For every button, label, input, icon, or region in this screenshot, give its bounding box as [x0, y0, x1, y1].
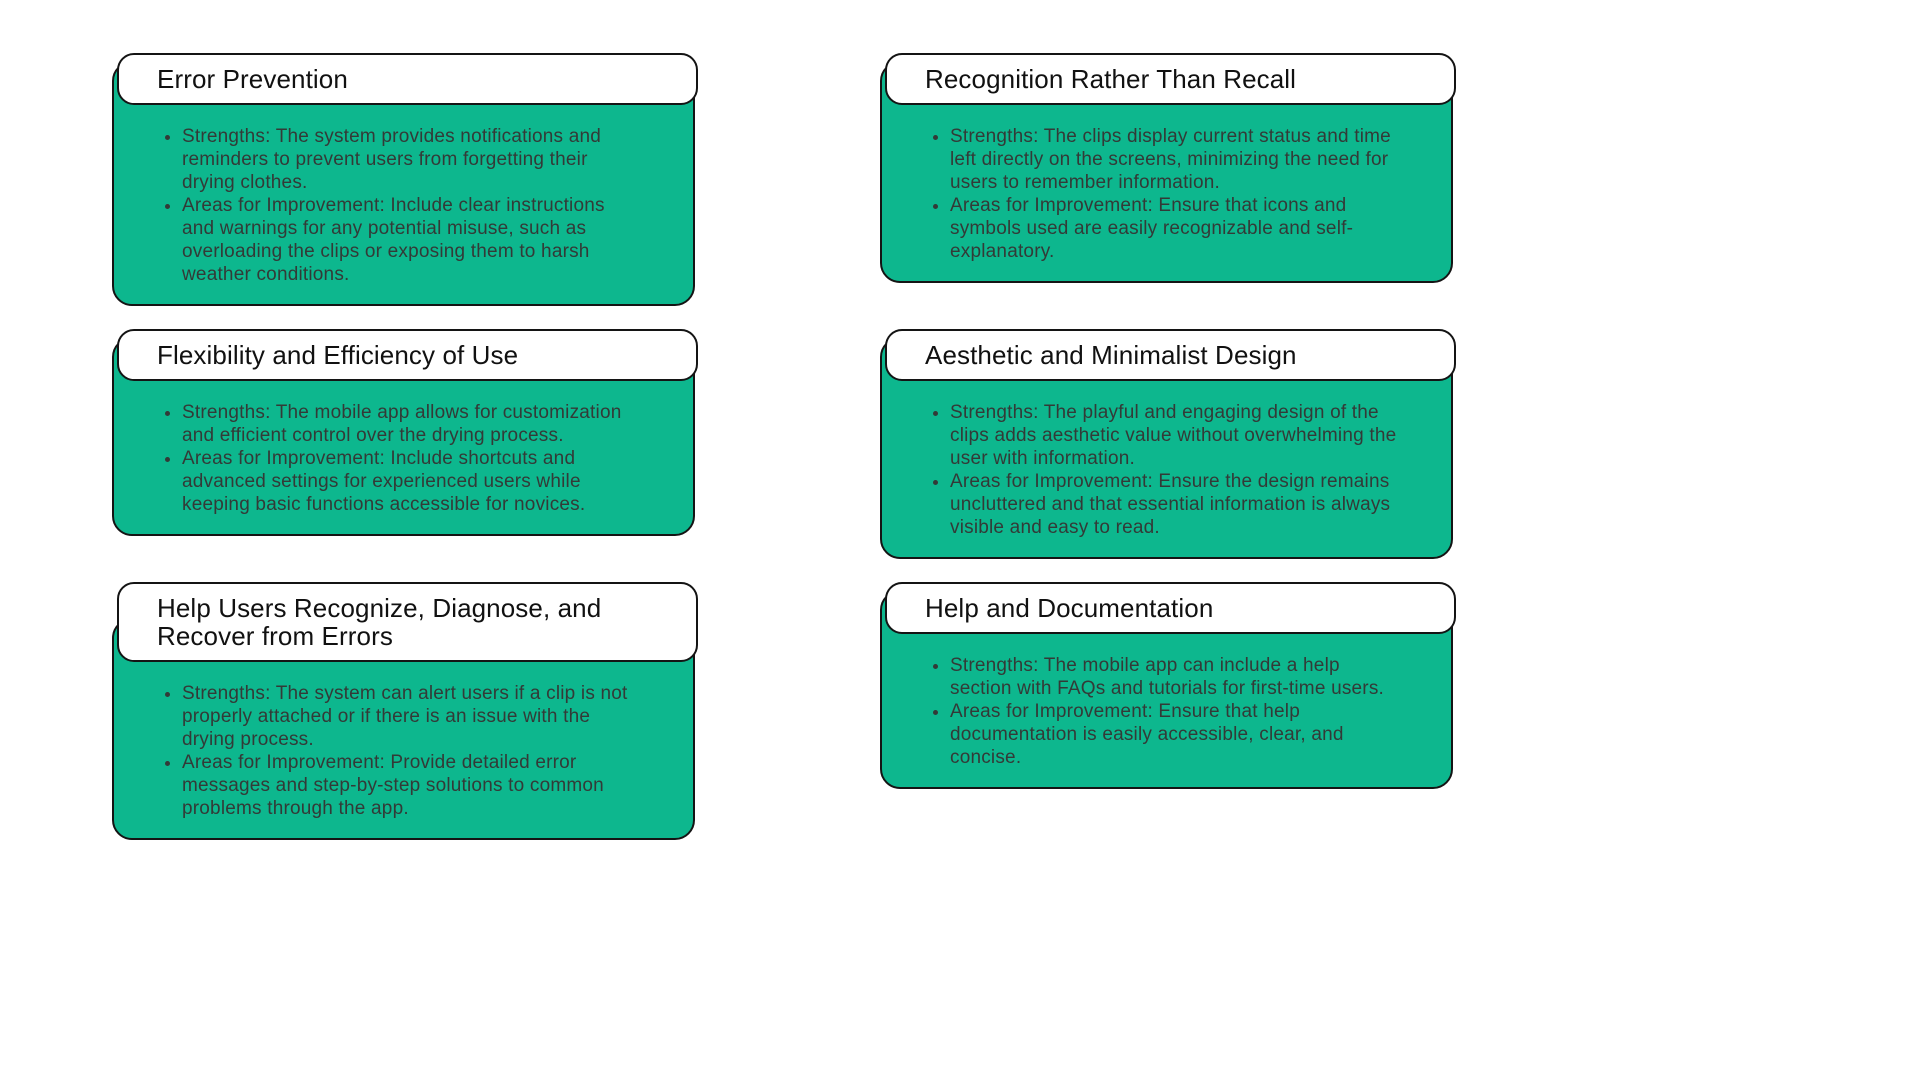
card-title-bar: Flexibility and Efficiency of Use	[117, 329, 698, 382]
strengths-item: Strengths: The mobile app can include a …	[949, 654, 1399, 700]
card-title: Recognition Rather Than Recall	[925, 64, 1297, 94]
card-flexibility-and-efficiency: Flexibility and Efficiency of Use Streng…	[112, 329, 698, 537]
bullet-list: Strengths: The mobile app allows for cus…	[142, 401, 641, 516]
strengths-item: Strengths: The mobile app allows for cus…	[181, 401, 641, 447]
improvement-item: Areas for Improvement: Provide detailed …	[181, 751, 641, 820]
strengths-item: Strengths: The clips display current sta…	[949, 125, 1399, 194]
card-error-prevention: Error Prevention Strengths: The system p…	[112, 53, 698, 307]
improvement-item: Areas for Improvement: Ensure the design…	[949, 470, 1399, 539]
card-title: Help and Documentation	[925, 593, 1214, 624]
bullet-list: Strengths: The clips display current sta…	[910, 125, 1399, 263]
card-title-bar: Error Prevention	[117, 53, 698, 106]
card-title: Error Prevention	[157, 64, 348, 94]
card-title-bar: Help and Documentation	[885, 582, 1456, 635]
strengths-item: Strengths: The system can alert users if…	[181, 682, 641, 751]
improvement-item: Areas for Improvement: Include clear ins…	[181, 194, 641, 286]
card-title: Help Users Recognize, Diagnose, and Reco…	[157, 593, 602, 652]
card-title-bar: Help Users Recognize, Diagnose, and Reco…	[117, 582, 698, 663]
card-recognition-rather-than-recall: Recognition Rather Than Recall Strengths…	[880, 53, 1456, 284]
card-title-bar: Aesthetic and Minimalist Design	[885, 329, 1456, 382]
bullet-list: Strengths: The system can alert users if…	[142, 682, 641, 820]
improvement-item: Areas for Improvement: Include shortcuts…	[181, 447, 641, 516]
card-title: Flexibility and Efficiency of Use	[157, 340, 519, 371]
strengths-item: Strengths: The playful and engaging desi…	[949, 401, 1399, 470]
card-title-bar: Recognition Rather Than Recall	[885, 53, 1456, 106]
improvement-item: Areas for Improvement: Ensure that help …	[949, 700, 1399, 769]
card-help-users-recover-from-errors: Help Users Recognize, Diagnose, and Reco…	[112, 582, 698, 841]
bullet-list: Strengths: The playful and engaging desi…	[910, 401, 1399, 539]
card-aesthetic-minimalist-design: Aesthetic and Minimalist Design Strength…	[880, 329, 1456, 560]
improvement-item: Areas for Improvement: Ensure that icons…	[949, 194, 1399, 263]
card-title: Aesthetic and Minimalist Design	[925, 340, 1297, 371]
bullet-list: Strengths: The mobile app can include a …	[910, 654, 1399, 769]
bullet-list: Strengths: The system provides notificat…	[142, 125, 641, 286]
strengths-item: Strengths: The system provides notificat…	[181, 125, 641, 194]
card-help-and-documentation: Help and Documentation Strengths: The mo…	[880, 582, 1456, 790]
heuristic-evaluation-board: Error Prevention Strengths: The system p…	[0, 0, 1920, 840]
